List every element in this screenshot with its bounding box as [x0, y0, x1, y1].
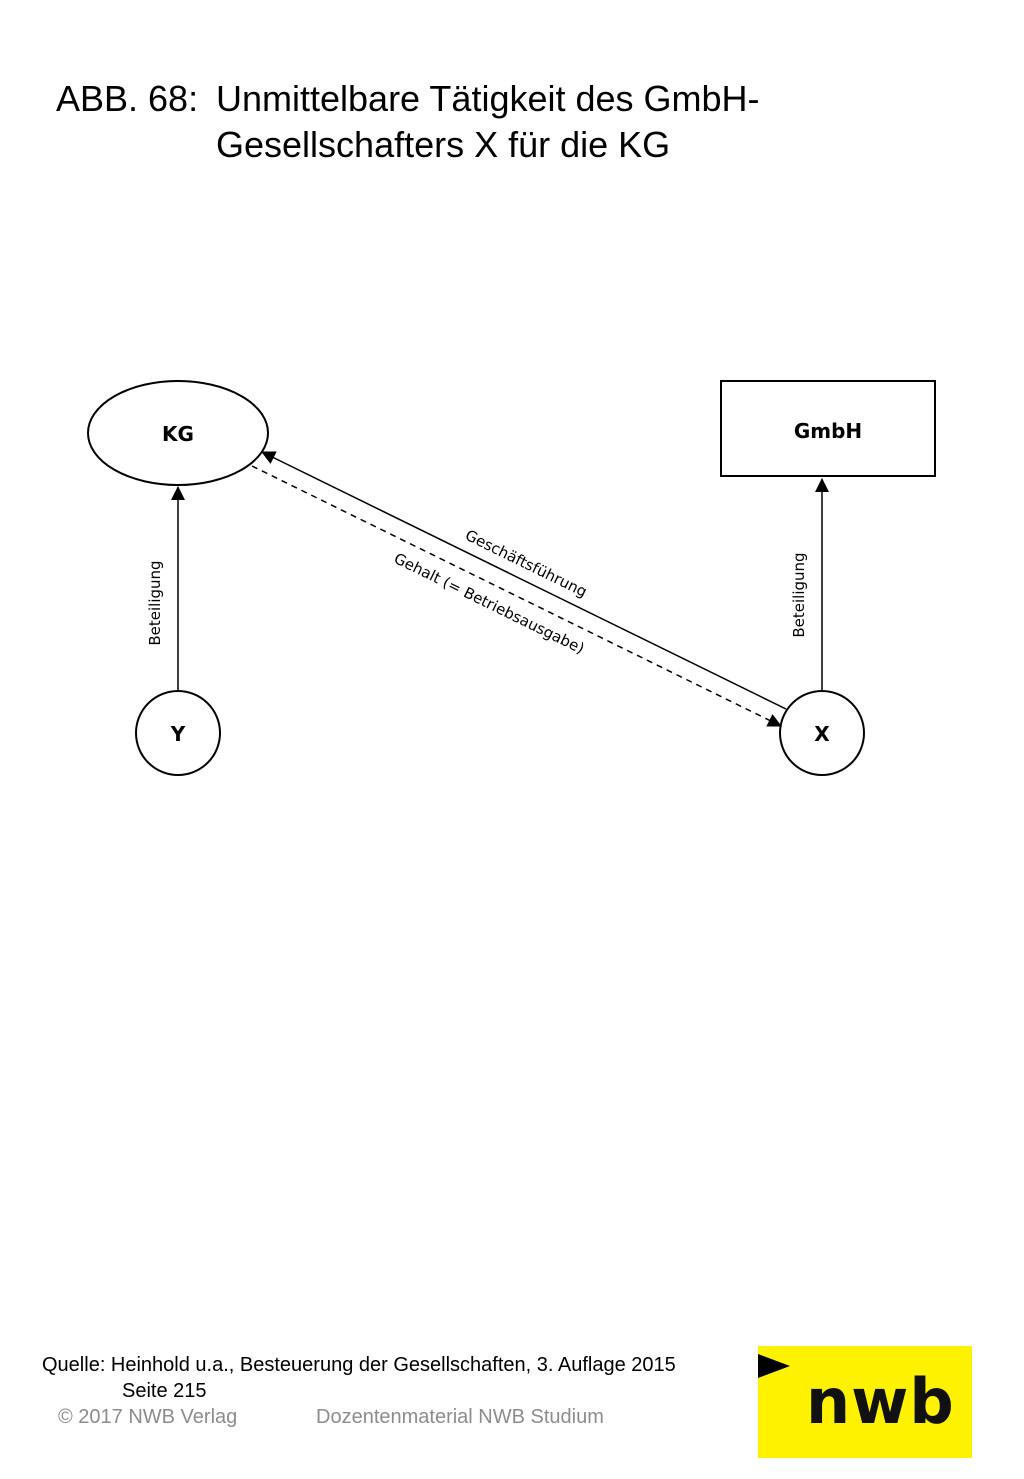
- nwb-logo-text: nwb: [806, 1365, 955, 1438]
- logo-arrow-icon: [758, 1354, 790, 1378]
- slide-title: ABB. 68: Unmittelbare Tätigkeit des GmbH-…: [56, 76, 760, 168]
- material-notice: Dozentenmaterial NWB Studium: [316, 1406, 604, 1428]
- title-line-1: ABB. 68: Unmittelbare Tätigkeit des GmbH-: [56, 76, 760, 122]
- edge-label-kg-to-x: Gehalt (= Betriebsausgabe): [391, 549, 587, 657]
- node-y-label: Y: [170, 722, 186, 746]
- edge-kg-to-x: [251, 465, 782, 727]
- source-line-2: Seite 215: [122, 1380, 207, 1402]
- node-gmbh: GmbH: [720, 380, 936, 477]
- node-x-label: X: [814, 722, 830, 746]
- source-citation: Quelle: Heinhold u.a., Besteuerung der G…: [42, 1352, 676, 1404]
- node-x: X: [779, 690, 865, 776]
- source-line-1: Quelle: Heinhold u.a., Besteuerung der G…: [42, 1354, 676, 1376]
- node-gmbh-label: GmbH: [794, 419, 862, 443]
- title-prefix: ABB. 68:: [56, 78, 199, 119]
- edge-label-y-to-kg: Beteiligung: [146, 560, 164, 645]
- nwb-logo: [758, 1346, 972, 1458]
- title-text-1: Unmittelbare Tätigkeit des GmbH-: [216, 78, 760, 119]
- node-kg-label: KG: [162, 422, 194, 446]
- edge-label-x-to-gmbh: Beteiligung: [790, 552, 808, 637]
- node-y: Y: [135, 690, 221, 776]
- copyright-notice: © 2017 NWB Verlag: [58, 1406, 238, 1428]
- title-text-2: Gesellschafters X für die KG: [216, 124, 671, 165]
- edge-x-to-kg: [261, 451, 787, 710]
- node-kg: KG: [87, 380, 269, 486]
